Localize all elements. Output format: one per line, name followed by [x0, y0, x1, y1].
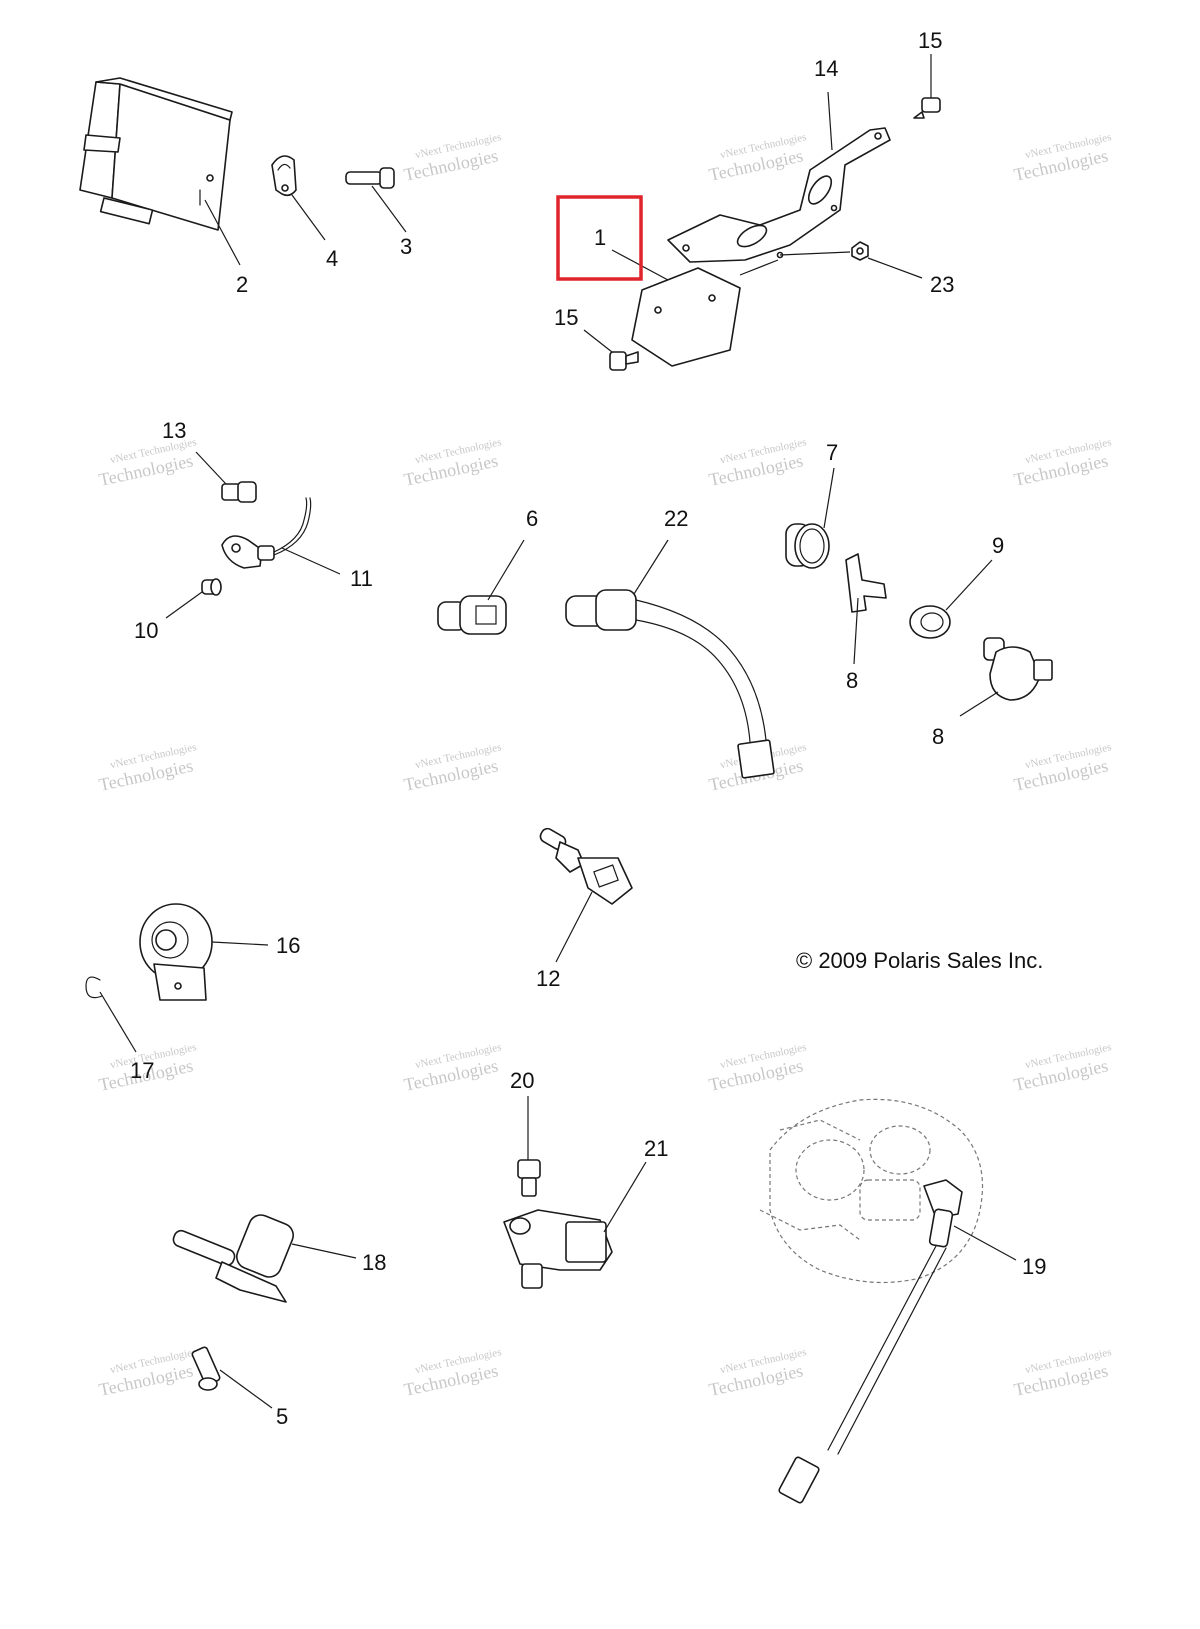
part-3-pin[interactable]: [345, 167, 395, 189]
callout-21[interactable]: 21: [644, 1136, 668, 1161]
callout-14[interactable]: 14: [814, 56, 838, 81]
leader-9: [945, 559, 993, 611]
leader-17: [99, 991, 137, 1053]
highlight-box-1: [556, 195, 643, 281]
part-20-bolt[interactable]: [517, 1159, 541, 1197]
watermark: vNext Technologies Technologies: [402, 1346, 502, 1400]
part-11-sensor[interactable]: [221, 497, 312, 569]
callout-3[interactable]: 3: [400, 234, 412, 259]
leader-21: [603, 1161, 647, 1233]
leader-11: [281, 547, 341, 575]
watermark: vNext Technologies Technologies: [707, 1346, 807, 1400]
part-18-sensor[interactable]: [171, 1211, 296, 1303]
part-17-e-clip[interactable]: [85, 976, 103, 999]
leader-23a: [779, 251, 851, 256]
part-22-sensor-cable[interactable]: [565, 589, 775, 779]
leader-18: [291, 1243, 357, 1259]
leader-16: [211, 941, 269, 946]
watermark: vNext Technologies Technologies: [1012, 436, 1112, 490]
watermark: vNext Technologies Technologies: [97, 741, 197, 795]
leader-8b: [959, 691, 999, 717]
callout-2[interactable]: 2: [236, 272, 248, 297]
watermark-layer: vNext Technologies Technologies vNext Te…: [97, 131, 1112, 1400]
watermark: vNext Technologies Technologies: [1012, 1041, 1112, 1095]
leader-12: [555, 891, 593, 963]
part-1-module[interactable]: [631, 267, 741, 367]
watermark: vNext Technologies Technologies: [402, 436, 502, 490]
callout-5[interactable]: 5: [276, 1404, 288, 1429]
callout-15b[interactable]: 15: [554, 305, 578, 330]
copyright-notice: © 2009 Polaris Sales Inc.: [796, 948, 1043, 973]
callout-7[interactable]: 7: [826, 440, 838, 465]
callout-15a[interactable]: 15: [918, 28, 942, 53]
leader-3: [371, 185, 407, 233]
leader-19: [953, 1225, 1017, 1261]
callout-11[interactable]: 11: [350, 566, 373, 591]
callout-17[interactable]: 17: [130, 1058, 154, 1083]
watermark: vNext Technologies Technologies: [402, 131, 502, 185]
callout-19[interactable]: 19: [1022, 1254, 1046, 1279]
part-6-plug[interactable]: [437, 595, 507, 635]
callout-8a[interactable]: 8: [846, 668, 858, 693]
leader-6: [487, 539, 525, 601]
callout-22[interactable]: 22: [664, 506, 688, 531]
part-13-bolt[interactable]: [221, 481, 257, 503]
leader-1-bracket: [739, 259, 779, 276]
watermark: vNext Technologies Technologies: [707, 436, 807, 490]
leader-5: [219, 1369, 273, 1409]
part-19-tps-sensor[interactable]: [778, 1179, 963, 1504]
leader-23: [867, 257, 923, 279]
part-8-sensor-b[interactable]: [983, 637, 1053, 701]
watermark: vNext Technologies Technologies: [402, 741, 502, 795]
callout-12[interactable]: 12: [536, 966, 560, 991]
callout-1[interactable]: 1: [594, 225, 606, 250]
callout-16[interactable]: 16: [276, 933, 300, 958]
leader-2: [204, 199, 241, 266]
watermark: vNext Technologies Technologies: [1012, 131, 1112, 185]
part-10-grommet[interactable]: [201, 578, 222, 596]
watermark: vNext Technologies Technologies: [1012, 1346, 1112, 1400]
leader-4: [291, 194, 326, 241]
watermark: vNext Technologies Technologies: [707, 1041, 807, 1095]
callout-6[interactable]: 6: [526, 506, 538, 531]
part-15-screw-top[interactable]: [913, 97, 941, 119]
leader-14: [827, 91, 833, 151]
part-8-clip-a[interactable]: [845, 553, 887, 613]
part-21-map-sensor[interactable]: [503, 1209, 613, 1289]
part-16-knock-sensor[interactable]: [139, 903, 213, 1001]
leader-22: [633, 539, 669, 595]
part-12-temp-sensor[interactable]: [538, 826, 633, 905]
part-7-cap[interactable]: [785, 523, 830, 569]
leader-13: [195, 451, 227, 485]
callout-13[interactable]: 13: [162, 418, 186, 443]
callout-23[interactable]: 23: [930, 272, 954, 297]
leader-7: [823, 467, 835, 529]
watermark: vNext Technologies Technologies: [1012, 741, 1112, 795]
part-4-clip[interactable]: [271, 155, 297, 197]
callout-18[interactable]: 18: [362, 1250, 386, 1275]
part-2-ecu-module[interactable]: [79, 77, 233, 231]
ghost-throttle-body: [759, 1098, 983, 1284]
watermark: vNext Technologies Technologies: [402, 1041, 502, 1095]
watermark: vNext Technologies Technologies: [707, 131, 807, 185]
part-14-bracket[interactable]: [667, 127, 891, 263]
part-5-screw[interactable]: [191, 1346, 221, 1391]
callout-8b[interactable]: 8: [932, 724, 944, 749]
part-23-nut[interactable]: [851, 241, 869, 261]
leader-10: [165, 591, 203, 619]
callout-4[interactable]: 4: [326, 246, 338, 271]
part-15-screw-lower[interactable]: [609, 351, 639, 371]
callout-10[interactable]: 10: [134, 618, 158, 643]
leader-8a: [853, 597, 859, 665]
leader-15b: [583, 329, 613, 353]
watermark: vNext Technologies Technologies: [97, 436, 197, 490]
watermark: vNext Technologies Technologies: [97, 1346, 197, 1400]
part-9-nut[interactable]: [909, 605, 951, 639]
callout-20[interactable]: 20: [510, 1068, 534, 1093]
callout-9[interactable]: 9: [992, 533, 1004, 558]
